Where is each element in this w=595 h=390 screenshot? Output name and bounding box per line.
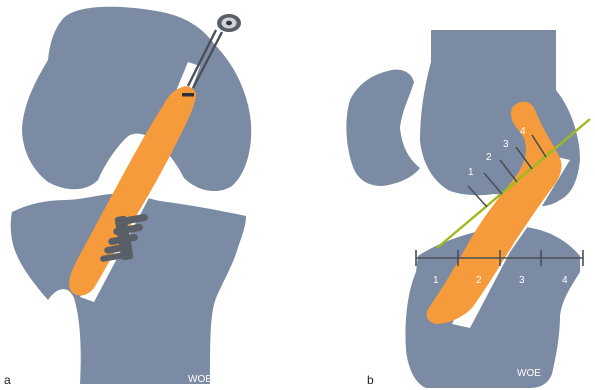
tibial-label-3: 3 xyxy=(519,275,525,286)
tibial-label-1: 1 xyxy=(433,275,439,286)
panel-letter-b: b xyxy=(367,373,374,387)
panel-letter-a: a xyxy=(4,373,11,387)
tibial-label-4: 4 xyxy=(562,275,568,286)
watermark-b: WOE xyxy=(517,368,541,379)
panel-a: WOE a xyxy=(4,7,251,387)
femoral-label-2: 2 xyxy=(486,152,492,163)
watermark-a: WOE xyxy=(188,374,212,385)
femoral-label-1: 1 xyxy=(468,167,474,178)
femoral-label-3: 3 xyxy=(503,139,509,150)
patella-bone xyxy=(346,70,420,186)
graft-anchor-mark xyxy=(182,93,194,97)
eyelet-icon xyxy=(217,14,241,32)
femoral-label-4: 4 xyxy=(520,126,526,137)
panel-b: 1 2 3 4 1 2 3 4 WOE b xyxy=(346,30,590,388)
tibial-label-2: 2 xyxy=(476,275,482,286)
